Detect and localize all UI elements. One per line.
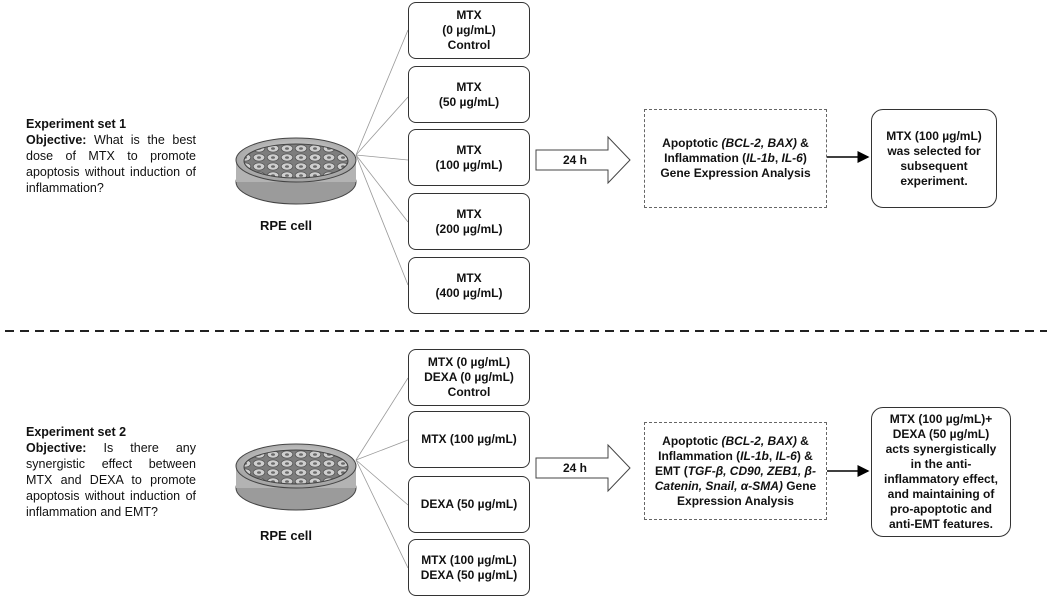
treatment-line: DEXA (50 µg/mL) bbox=[420, 567, 518, 582]
treatment-line: DEXA (50 µg/mL) bbox=[420, 497, 518, 511]
treatment-line: (100 µg/mL) bbox=[435, 157, 503, 172]
analysis-box-set2: Apoptotic (BCL-2, BAX) & Inflammation (I… bbox=[644, 422, 827, 520]
objective-label: Objective: bbox=[26, 133, 87, 147]
treatment-box: MTX (100 µg/mL) bbox=[408, 411, 530, 468]
petri-dish-set2-icon bbox=[235, 443, 357, 511]
experiment-set2-description: Experiment set 2 Objective: Is there any… bbox=[26, 424, 196, 520]
treatment-line: MTX (100 µg/mL) bbox=[421, 552, 517, 567]
treatment-line: MTX bbox=[456, 142, 482, 157]
analysis-text: , bbox=[768, 448, 776, 463]
block-arrow-set2-icon bbox=[535, 443, 631, 493]
time-label-set1: 24 h bbox=[563, 153, 588, 167]
treatment-box: DEXA (50 µg/mL) bbox=[408, 476, 530, 533]
treatment-box: MTX(400 µg/mL) bbox=[408, 257, 530, 314]
analysis-text: , bbox=[774, 151, 782, 165]
experiment-set1-objective: Objective: What is the best dose of MTX … bbox=[26, 132, 196, 196]
time-label-set2: 24 h bbox=[563, 461, 588, 475]
cell-label-set2: RPE cell bbox=[260, 528, 313, 543]
analysis-text: Gene Expression Analysis bbox=[677, 478, 817, 508]
fan-lines-set2 bbox=[355, 377, 409, 569]
experiment-set1-description: Experiment set 1 Objective: What is the … bbox=[26, 116, 196, 196]
treatment-box: MTX (100 µg/mL)DEXA (50 µg/mL) bbox=[408, 539, 530, 596]
treatment-line: MTX bbox=[456, 206, 482, 221]
analysis-text: Apoptotic bbox=[662, 433, 722, 448]
treatment-line: MTX bbox=[456, 8, 482, 22]
gene-il1b: IL-1b bbox=[746, 151, 775, 165]
treatment-line: Control bbox=[447, 385, 491, 399]
treatment-line: MTX bbox=[456, 270, 482, 285]
treatment-line: (200 µg/mL) bbox=[435, 221, 503, 236]
treatment-line: MTX (100 µg/mL) bbox=[421, 432, 517, 446]
treatment-line: DEXA (0 µg/mL) bbox=[424, 370, 514, 384]
analysis-text: Apoptotic bbox=[662, 136, 722, 150]
gene-il6: IL-6 bbox=[775, 448, 797, 463]
analysis-text: & Inflammation ( bbox=[664, 136, 809, 165]
treatment-line: (400 µg/mL) bbox=[435, 285, 503, 300]
objective-text: Is there any synergistic effect between … bbox=[26, 441, 196, 519]
treatment-line: MTX bbox=[456, 79, 482, 94]
analysis-text: ) & EMT ( bbox=[655, 448, 813, 478]
treatment-box: MTX(200 µg/mL) bbox=[408, 193, 530, 250]
result-box-set1: MTX (100 µg/mL) was selected for subsequ… bbox=[871, 109, 997, 208]
treatment-line: Control bbox=[447, 38, 491, 52]
treatment-box: MTX (0 µg/mL)DEXA (0 µg/mL)Control bbox=[408, 349, 530, 406]
analysis-text: ) Gene Expression Analysis bbox=[660, 151, 811, 180]
treatment-box: MTX(0 µg/mL)Control bbox=[408, 2, 530, 59]
result-box-set2: MTX (100 µg/mL)+ DEXA (50 µg/mL) acts sy… bbox=[871, 407, 1011, 537]
treatment-line: (0 µg/mL) bbox=[442, 23, 496, 37]
gene-il1b: IL-1b bbox=[740, 448, 769, 463]
experiment-set2-objective: Objective: Is there any synergistic effe… bbox=[26, 440, 196, 520]
analysis-box-set1: Apoptotic (BCL-2, BAX) & Inflammation (I… bbox=[644, 109, 827, 208]
cell-label-set1: RPE cell bbox=[260, 218, 313, 233]
emt-genes: TGF-β, CD90, ZEB1, β-Catenin, Snail, α-S… bbox=[654, 463, 816, 493]
analysis-text: & Inflammation ( bbox=[658, 433, 809, 463]
apoptotic-genes: (BCL-2, BAX) bbox=[721, 136, 797, 150]
treatment-line: (50 µg/mL) bbox=[438, 94, 500, 109]
fan-lines-set1 bbox=[355, 29, 409, 286]
treatment-box: MTX(100 µg/mL) bbox=[408, 129, 530, 186]
experiment-set1-title: Experiment set 1 bbox=[26, 117, 127, 131]
objective-label: Objective: bbox=[26, 441, 87, 455]
gene-il6: IL-6 bbox=[781, 151, 803, 165]
objective-text: What is the best dose of MTX to promote … bbox=[26, 133, 196, 195]
treatment-line: MTX (0 µg/mL) bbox=[427, 355, 511, 369]
petri-dish-set1-icon bbox=[235, 137, 357, 205]
block-arrow-set1-icon bbox=[535, 135, 631, 185]
treatment-box: MTX(50 µg/mL) bbox=[408, 66, 530, 123]
apoptotic-genes: (BCL-2, BAX) bbox=[721, 433, 797, 448]
experiment-set2-title: Experiment set 2 bbox=[26, 425, 127, 439]
